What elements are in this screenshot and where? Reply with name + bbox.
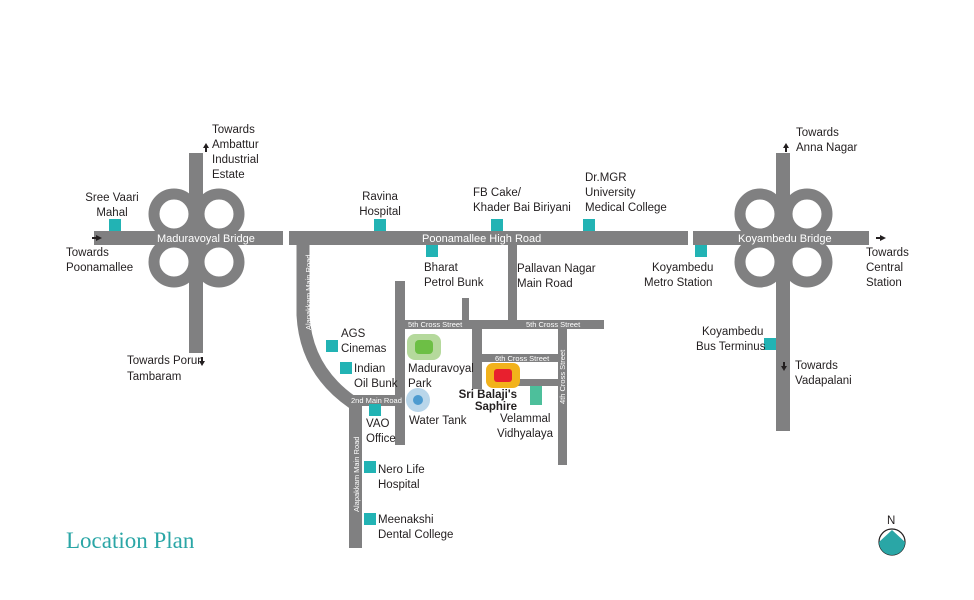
park-icon — [415, 340, 433, 354]
marker-koyambedu-metro — [695, 245, 707, 257]
road-label-poonamallee-high-road: Poonamallee High Road — [422, 233, 541, 245]
side-road-vertical — [395, 281, 405, 445]
road-label-5th-cross-1: 5th Cross Street — [408, 320, 463, 329]
arrow-up-icon — [203, 143, 209, 152]
label-fb-cake: FB Cake/Khader Bai Biriyani — [473, 187, 571, 214]
marker-drmgr — [583, 219, 595, 231]
road-label-6th-cross: 6th Cross Street — [495, 354, 550, 363]
label-water-tank: Water Tank — [409, 415, 467, 427]
road-label-maduravoyal-bridge: Maduravoyal Bridge — [157, 233, 255, 245]
marker-koyambedu-bus — [764, 338, 776, 350]
marker-fb-cake — [491, 219, 503, 231]
alapakkam-main-road-vertical — [349, 396, 362, 548]
road-label-koyambedu-bridge: Koyambedu Bridge — [738, 233, 832, 245]
compass-icon: N — [878, 515, 906, 556]
marker-indian-oil — [340, 362, 352, 374]
water-tank-icon — [413, 395, 423, 405]
road-label-4th-cross: 4th Cross Street — [558, 349, 567, 404]
maduravoyal-vertical-road — [189, 153, 203, 353]
road-label-5th-cross-2: 5th Cross Street — [526, 320, 581, 329]
stub-road — [462, 298, 469, 322]
koyambedu-vertical-road — [776, 153, 790, 431]
site-icon — [494, 369, 512, 382]
marker-nero — [364, 461, 376, 473]
marker-ravina — [374, 219, 386, 231]
arrow-up-icon — [783, 143, 789, 152]
sixth-cross-street-road — [472, 354, 566, 362]
maduravoyal-bridge-road — [94, 231, 283, 245]
poonamallee-high-road — [289, 231, 688, 245]
marker-bharat — [426, 245, 438, 257]
site-access-road — [515, 379, 563, 386]
marker-sree-vaari — [109, 219, 121, 231]
label-towards-porur: Towards Porur,Tambaram — [127, 355, 204, 383]
fourth-cross-street-road — [558, 325, 567, 465]
arrow-down-icon — [781, 362, 787, 371]
road-label-alapakkam-1: Alapakkam Main Road — [304, 255, 313, 330]
marker-ags — [326, 340, 338, 352]
marker-vao — [369, 404, 381, 416]
arrow-down-icon — [199, 357, 205, 366]
marker-velammal — [530, 386, 542, 405]
fifth-cross-street-road — [404, 320, 604, 329]
pallavan-nagar-road — [508, 245, 517, 323]
road-label-2nd-main-road: 2nd Main Road — [351, 396, 402, 405]
alapakkam-main-road-curve — [296, 245, 356, 409]
marker-meenakshi — [364, 513, 376, 525]
second-main-road — [349, 395, 404, 406]
arrow-left-icon — [92, 235, 102, 241]
road-label-alapakkam-2: Alapakkam Main Road — [352, 437, 361, 512]
landmark-markers — [109, 219, 776, 525]
compass-label: N — [887, 515, 895, 527]
direction-arrows — [92, 143, 886, 371]
arrow-right-icon — [876, 235, 886, 241]
map-title: Location Plan — [66, 528, 195, 553]
